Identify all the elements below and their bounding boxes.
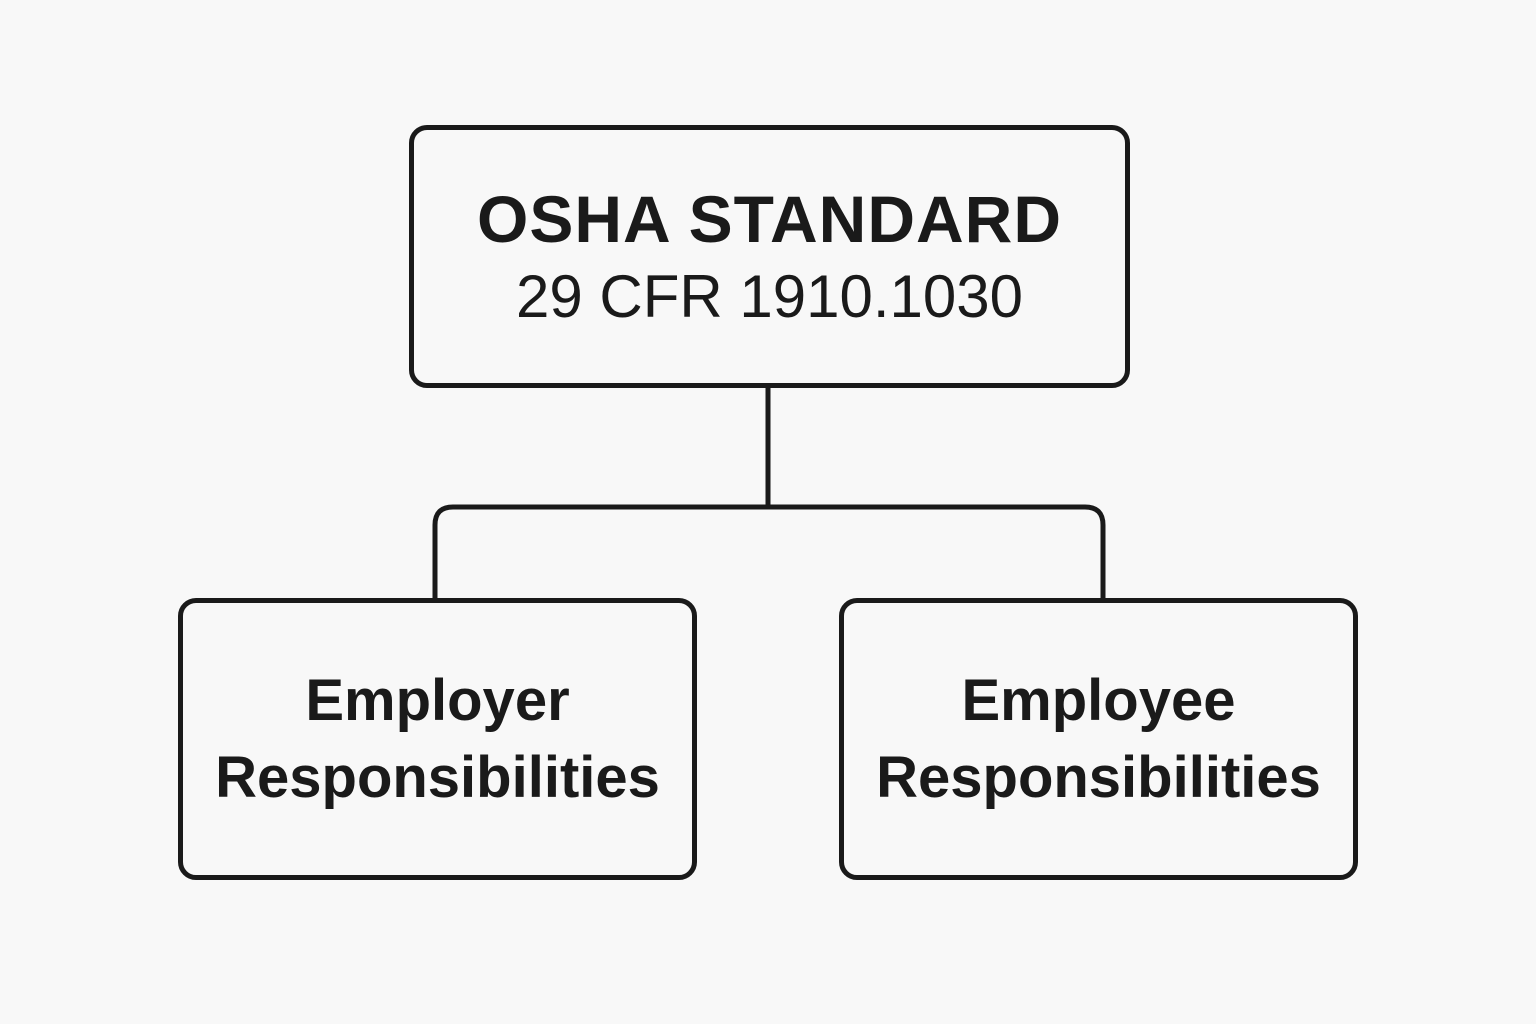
employer-responsibilities-box: Employer Responsibilities xyxy=(178,598,697,880)
employee-responsibilities-box: Employee Responsibilities xyxy=(839,598,1358,880)
osha-standard-title: OSHA STANDARD xyxy=(477,181,1062,256)
employee-responsibilities-label: Responsibilities xyxy=(876,745,1321,810)
employee-label: Employee xyxy=(961,667,1236,733)
employer-responsibilities-label: Responsibilities xyxy=(215,745,660,810)
osha-standard-citation: 29 CFR 1910.1030 xyxy=(515,263,1023,331)
employer-label: Employer xyxy=(305,667,570,733)
osha-standard-box: OSHA STANDARD 29 CFR 1910.1030 xyxy=(409,125,1130,388)
connector-branch xyxy=(432,504,1106,600)
